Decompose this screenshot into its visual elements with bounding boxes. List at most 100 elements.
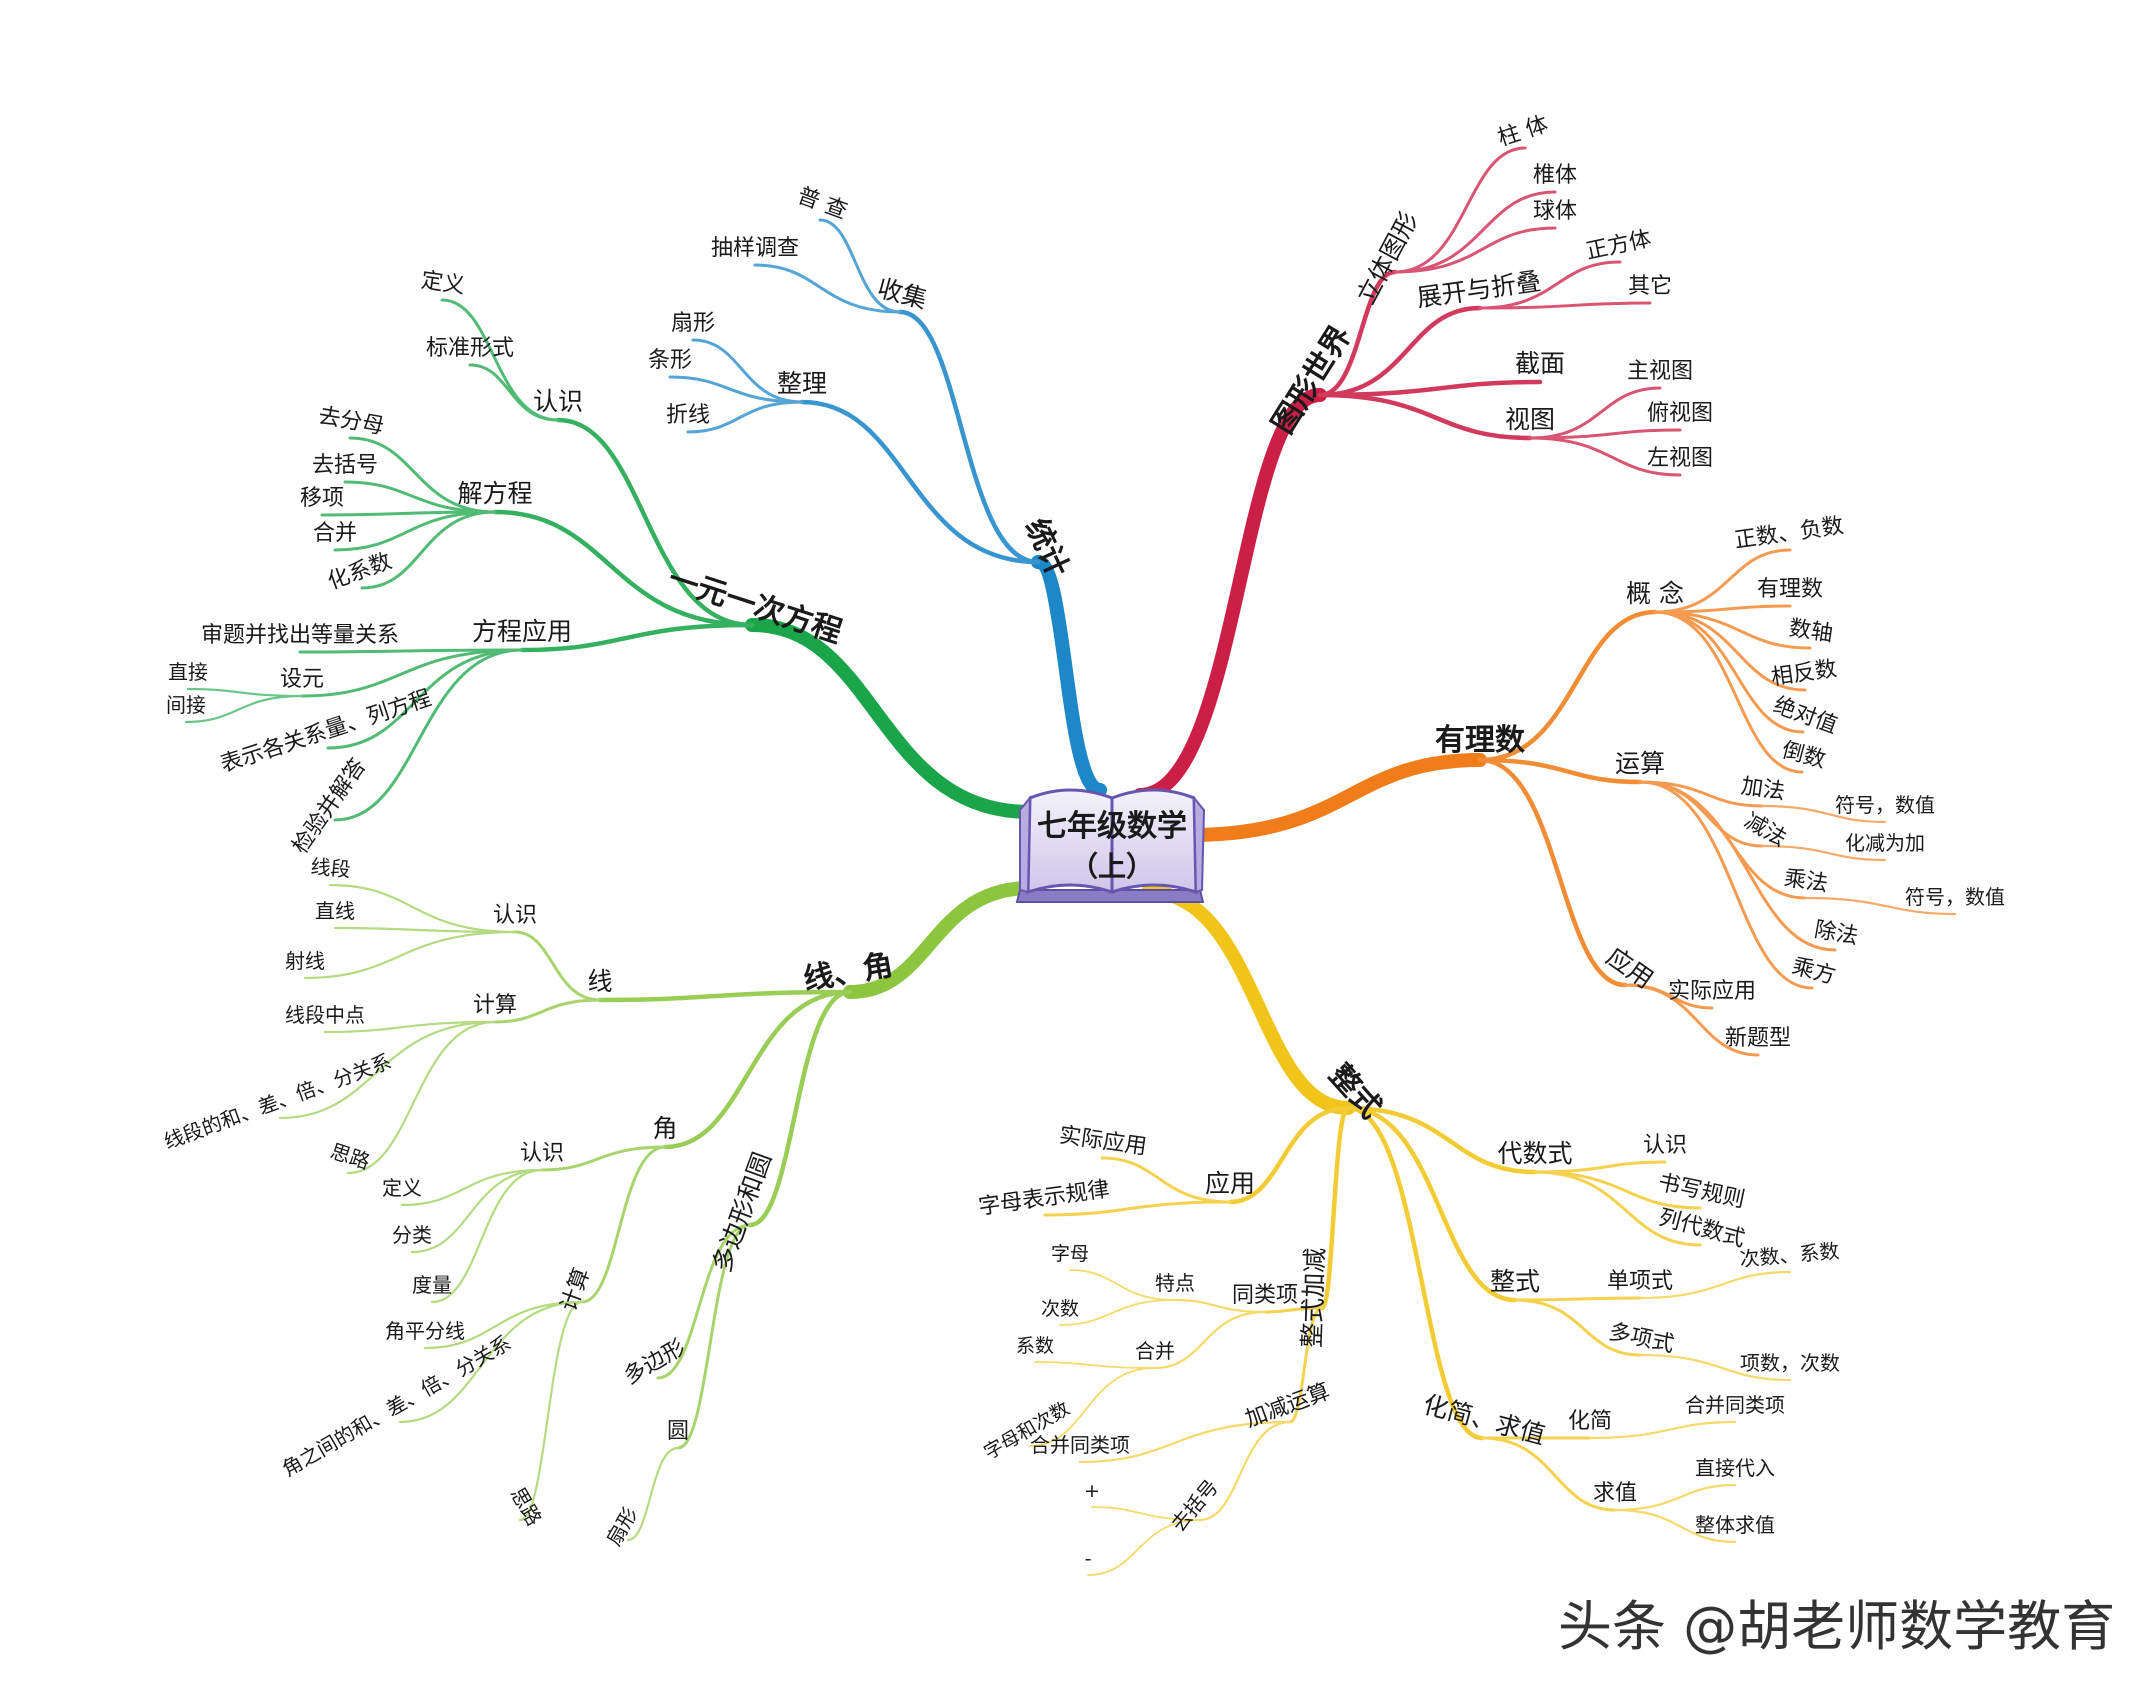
node-label-2-4-0-0-1[interactable]: 次数 [1041,1298,1079,1320]
node-label-0-0-1[interactable]: 椎体 [1533,163,1577,188]
node-label-1-1-3[interactable]: 除法 [1812,917,1860,949]
node-label-4-0-1[interactable]: 标准形式 [426,336,514,361]
node-label-2-3-0[interactable]: 实际应用 [1058,1123,1149,1160]
node-label-2-4-1[interactable]: 加减运算 [1242,1379,1333,1433]
node-label-4-1-2[interactable]: 移项 [300,486,344,511]
node-label-2-2-1-1[interactable]: 整体求值 [1695,1513,1775,1537]
node-label-3-2-1[interactable]: 圆 [667,1419,689,1444]
node-label-2-4-0-0-0[interactable]: 字母 [1051,1243,1089,1265]
node-label-0-1[interactable]: 展开与折叠 [1415,267,1543,313]
node-label-1-1-0-0[interactable]: 符号，数值 [1835,793,1935,817]
node-label-4-0-0[interactable]: 定义 [419,268,466,299]
node-label-2-4-1-1[interactable]: 去括号 [1166,1475,1223,1536]
node-label-2-1-0[interactable]: 单项式 [1607,1269,1673,1294]
node-label-3-0[interactable]: 线 [587,967,612,996]
node-label-3-2-0[interactable]: 多边形 [620,1335,690,1390]
node-label-4-2-1-1[interactable]: 间接 [166,693,206,717]
node-label-0-0-2[interactable]: 球体 [1533,199,1577,224]
node-label-2-4-0-1[interactable]: 合并 [1135,1339,1175,1363]
node-label-2-2-0-0[interactable]: 合并同类项 [1685,1393,1785,1417]
root-node[interactable]: 七年级数学 （上） [1015,788,1206,903]
node-label-2-2-1-0[interactable]: 直接代入 [1695,1456,1775,1480]
node-label-1-1-2-0[interactable]: 符号，数值 [1905,885,2005,909]
node-label-0-0-0[interactable]: 柱 体 [1495,112,1551,152]
node-label-2-4[interactable]: 整式加减 [1297,1247,1329,1348]
node-label-0-2[interactable]: 截面 [1515,349,1565,378]
node-label-1-1-1-0[interactable]: 化减为加 [1845,831,1925,855]
node-label-3-0-0-0[interactable]: 线段 [310,854,352,881]
node-label-3-0-1-2[interactable]: 思路 [327,1139,372,1174]
node-label-2-0-0[interactable]: 认识 [1643,1133,1687,1158]
node-label-0-0[interactable]: 立体图形 [1351,207,1424,309]
node-label-4-1-4[interactable]: 化系数 [324,549,395,595]
node-label-3-0-1-1[interactable]: 线段的和、差、倍、分关系 [161,1049,395,1154]
node-label-1-0-3[interactable]: 相反数 [1770,657,1839,691]
node-label-2-3[interactable]: 应用 [1205,1169,1255,1198]
node-label-3-1-0[interactable]: 认识 [520,1141,564,1166]
node-label-3-0-1-0[interactable]: 线段中点 [285,1003,365,1027]
node-label-1-1[interactable]: 运算 [1615,749,1665,778]
node-label-5-0-0[interactable]: 普 查 [794,183,850,224]
node-label-4-2[interactable]: 方程应用 [472,617,572,646]
node-label-2-1[interactable]: 整式 [1490,1267,1540,1296]
node-label-3-0-0-2[interactable]: 射线 [285,949,325,973]
node-label-2-4-1-1-1[interactable]: - [1085,1548,1092,1570]
node-label-3-0-1[interactable]: 计算 [473,993,517,1018]
node-label-5-1[interactable]: 整理 [777,369,827,398]
node-label-3-1[interactable]: 角 [652,1114,677,1143]
node-label-2-4-0-1-0[interactable]: 系数 [1016,1335,1054,1357]
node-label-1-0-2[interactable]: 数轴 [1787,616,1834,647]
node-label-1[interactable]: 有理数 [1435,723,1526,758]
node-label-3-1-0-0[interactable]: 定义 [382,1176,422,1200]
node-label-0-3-1[interactable]: 俯视图 [1647,401,1713,426]
node-label-1-0-0[interactable]: 正数、负数 [1733,514,1845,554]
node-label-4-0[interactable]: 认识 [533,387,583,416]
node-label-3-2-1-0[interactable]: 扇形 [602,1503,643,1550]
node-label-5-1-1[interactable]: 条形 [648,348,692,373]
node-label-4-2-1[interactable]: 设元 [280,667,324,692]
node-label-0-3-0[interactable]: 主视图 [1627,359,1693,384]
node-label-5-0-1[interactable]: 抽样调查 [711,236,799,261]
node-label-2-1-1-0[interactable]: 项数，次数 [1740,1351,1840,1375]
node-label-4-2-0[interactable]: 审题并找出等量关系 [201,623,399,648]
node-label-5-1-0[interactable]: 扇形 [671,311,715,336]
node-label-3-1-1-2[interactable]: 思路 [506,1483,547,1530]
node-label-2-4-0-0[interactable]: 特点 [1155,1271,1195,1295]
node-label-0[interactable]: 图形世界 [1265,320,1358,440]
node-label-4[interactable]: 一元一次方程 [664,562,846,651]
node-label-2-2-0[interactable]: 化简 [1568,1409,1612,1434]
node-label-3-1-0-2[interactable]: 度量 [412,1273,452,1297]
node-label-2-2-1[interactable]: 求值 [1593,1481,1637,1506]
node-label-5-0[interactable]: 收集 [874,273,930,314]
node-label-2-4-0[interactable]: 同类项 [1232,1283,1298,1308]
node-label-4-2-1-0[interactable]: 直接 [168,660,208,684]
node-label-2-0[interactable]: 代数式 [1497,1139,1572,1168]
node-label-1-0-1[interactable]: 有理数 [1757,577,1823,602]
node-label-1-2-0[interactable]: 实际应用 [1668,979,1756,1004]
node-label-0-1-0[interactable]: 正方体 [1584,227,1654,265]
node-label-4-1-0[interactable]: 去分母 [316,404,385,440]
node-label-2-2[interactable]: 化简、求值 [1420,1390,1548,1450]
node-label-4-2-3[interactable]: 检验并解答 [288,754,372,858]
node-label-3-1-0-1[interactable]: 分类 [392,1223,432,1247]
node-label-3-1-1-0[interactable]: 角平分线 [385,1319,465,1343]
node-label-4-2-2[interactable]: 表示各关系量、列方程 [218,686,435,778]
node-label-1-0-4[interactable]: 绝对值 [1770,693,1841,739]
node-label-2-1-0-0[interactable]: 次数、系数 [1739,1239,1841,1272]
node-label-3-1-1[interactable]: 计算 [557,1265,596,1315]
node-label-2-4-1-0[interactable]: 合并同类项 [1030,1433,1130,1457]
node-label-4-1-3[interactable]: 合并 [313,521,357,546]
node-label-1-0[interactable]: 概 念 [1626,579,1684,608]
node-label-2-0-2[interactable]: 列代数式 [1656,1205,1747,1252]
node-label-3-0-0[interactable]: 认识 [493,903,537,928]
node-label-3-1-1-1[interactable]: 角之间的和、差、倍、分关系 [278,1331,515,1482]
node-label-2-4-1-1-0[interactable]: + [1084,1480,1100,1502]
node-label-3-0-0-1[interactable]: 直线 [315,899,355,923]
node-label-0-3[interactable]: 视图 [1505,405,1555,434]
node-label-5-1-2[interactable]: 折线 [666,403,710,428]
node-label-1-2-1[interactable]: 新题型 [1725,1026,1791,1051]
node-label-0-1-1[interactable]: 其它 [1628,274,1672,299]
node-label-0-3-2[interactable]: 左视图 [1647,446,1713,471]
node-label-4-1-1[interactable]: 去括号 [312,453,378,478]
node-label-1-1-0[interactable]: 加法 [1739,774,1786,805]
